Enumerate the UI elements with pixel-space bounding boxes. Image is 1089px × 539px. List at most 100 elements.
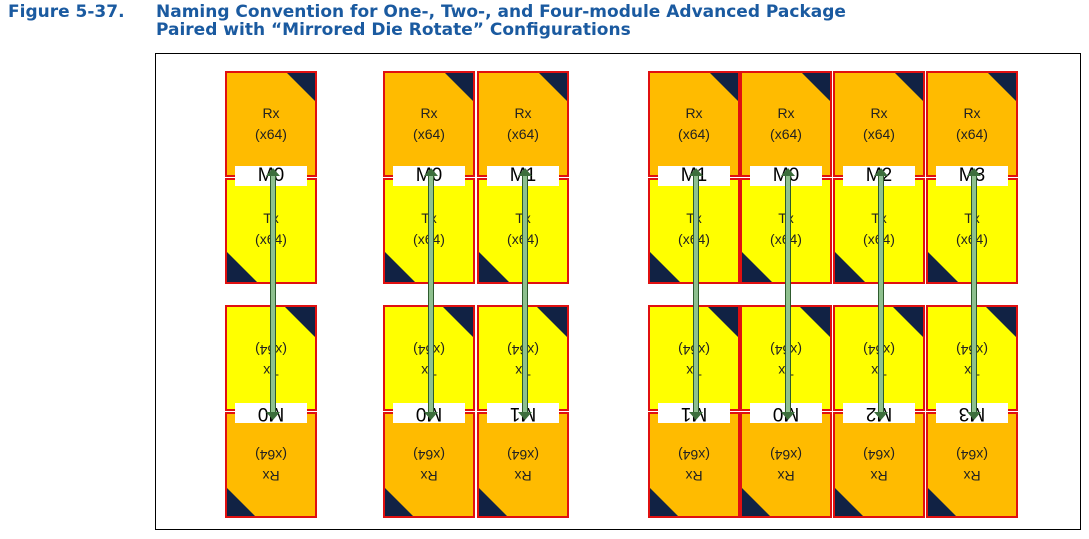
orientation-marker <box>443 307 473 337</box>
rx-label: Rx (x64) <box>385 103 473 145</box>
orientation-marker <box>539 73 567 101</box>
figure-title-line-1: Naming Convention for One-, Two-, and Fo… <box>156 2 846 22</box>
rx-width: (x64) <box>863 447 895 463</box>
orientation-marker <box>893 307 923 337</box>
orientation-marker <box>287 73 315 101</box>
rx-label: Rx (x64) <box>650 444 738 486</box>
rx-width: (x64) <box>770 126 802 142</box>
rx-width: (x64) <box>956 447 988 463</box>
rx-block: Rx(x64) <box>740 412 832 518</box>
rx-width: (x64) <box>678 447 710 463</box>
rx-text: Rx <box>262 468 280 484</box>
rx-width: (x64) <box>413 126 445 142</box>
rx-label: Rx (x64) <box>835 103 923 145</box>
rx-block: Rx (x64) <box>383 71 475 177</box>
orientation-marker <box>928 488 956 516</box>
arrow-head-down <box>266 412 280 420</box>
orientation-marker <box>800 307 830 337</box>
orientation-marker <box>835 252 865 282</box>
arrow-head-up <box>874 168 888 176</box>
rx-label: Rx (x64) <box>479 103 567 145</box>
arrow-head-down <box>518 412 532 420</box>
orientation-marker <box>895 73 923 101</box>
figure-title-line-2: Paired with “Mirrored Die Rotate” Config… <box>156 20 631 40</box>
rx-block: Rx(x64) <box>477 412 569 518</box>
rx-width: (x64) <box>956 126 988 142</box>
orientation-marker <box>537 307 567 337</box>
rx-label: Rx (x64) <box>385 444 473 486</box>
arrow-head-up <box>424 168 438 176</box>
orientation-marker <box>285 307 315 337</box>
rx-text: Rx <box>777 468 795 484</box>
rx-block: Rx (x64) <box>833 71 925 177</box>
orientation-marker <box>479 488 507 516</box>
arrow-head-up <box>518 168 532 176</box>
rx-text: Rx <box>685 468 703 484</box>
orientation-marker <box>986 307 1016 337</box>
rx-text: Rx <box>963 468 981 484</box>
rx-text: Rx <box>777 105 795 121</box>
orientation-marker <box>479 252 509 282</box>
rx-width: (x64) <box>413 447 445 463</box>
arrow-head-up <box>781 168 795 176</box>
orientation-marker <box>650 252 680 282</box>
rx-block: Rx (x64) <box>225 412 317 518</box>
rx-text: Rx <box>514 468 532 484</box>
rx-text: Rx <box>514 105 532 121</box>
arrow-head-up <box>266 168 280 176</box>
arrow-head-up <box>967 168 981 176</box>
rx-text: Rx <box>420 105 438 121</box>
rx-width: (x64) <box>863 126 895 142</box>
rx-text: Rx <box>870 105 888 121</box>
rx-width: (x64) <box>255 447 287 463</box>
figure-number: Figure 5-37. <box>8 2 125 22</box>
orientation-marker <box>385 252 415 282</box>
orientation-marker <box>650 488 678 516</box>
rx-text: Rx <box>685 105 703 121</box>
rx-block: Rx (x64) <box>648 412 740 518</box>
rx-block: Rx (x64) <box>926 412 1018 518</box>
arrow-head-down <box>967 412 981 420</box>
connection-arrow <box>689 168 703 420</box>
rx-block: Rx(x64) <box>225 71 317 177</box>
orientation-marker <box>742 252 772 282</box>
rx-label: Rx(x64) <box>227 103 315 145</box>
connection-arrow <box>518 168 532 420</box>
orientation-marker <box>988 73 1016 101</box>
module-top-2-2: Rx(x64)Tx(x64)M2 <box>833 71 925 284</box>
rx-block: Rx (x64) <box>477 71 569 177</box>
module-top-2-1: Rx(x64)Tx(x64)M0 <box>740 71 832 284</box>
arrow-head-up <box>689 168 703 176</box>
rx-width: (x64) <box>678 126 710 142</box>
rx-text: Rx <box>963 105 981 121</box>
rx-block: Rx (x64) <box>926 71 1018 177</box>
rx-label: Rx (x64) <box>650 103 738 145</box>
connection-arrow <box>424 168 438 420</box>
rx-block: Rx (x64) <box>383 412 475 518</box>
rx-label: Rx(x64) <box>742 444 830 486</box>
rx-width: (x64) <box>255 126 287 142</box>
rx-text: Rx <box>420 468 438 484</box>
orientation-marker <box>710 73 738 101</box>
rx-label: Rx(x64) <box>479 444 567 486</box>
rx-label: Rx(x64) <box>835 444 923 486</box>
rx-width: (x64) <box>507 126 539 142</box>
connection-arrow <box>874 168 888 420</box>
rx-block: Rx(x64) <box>833 412 925 518</box>
connection-arrow <box>967 168 981 420</box>
orientation-marker <box>445 73 473 101</box>
orientation-marker <box>928 252 958 282</box>
connection-arrow <box>781 168 795 420</box>
orientation-marker <box>835 488 863 516</box>
orientation-marker <box>385 488 413 516</box>
orientation-marker <box>227 252 257 282</box>
rx-block: Rx (x64) <box>648 71 740 177</box>
rx-label: Rx (x64) <box>928 444 1016 486</box>
orientation-marker <box>742 488 770 516</box>
rx-label: Rx (x64) <box>227 444 315 486</box>
orientation-marker <box>708 307 738 337</box>
orientation-marker <box>802 73 830 101</box>
arrow-head-down <box>781 412 795 420</box>
connection-arrow <box>266 168 280 420</box>
